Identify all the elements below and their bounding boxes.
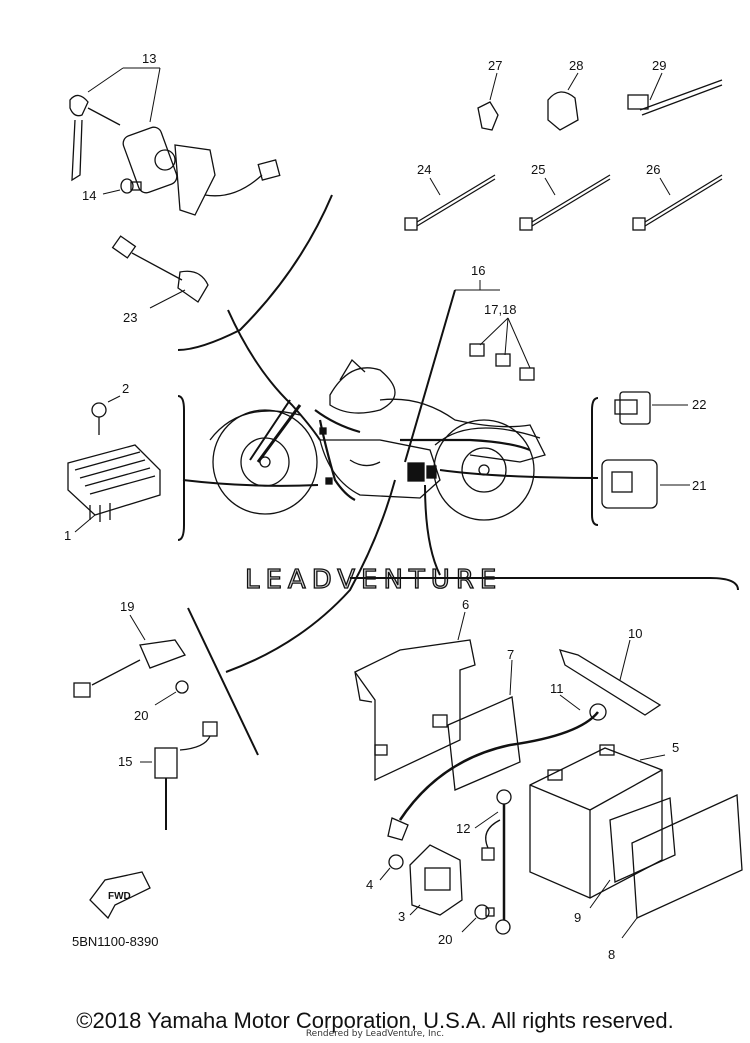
rectifier-regulator-1 bbox=[67, 444, 161, 533]
callout-labels: 13 14 23 2 1 27 28 29 24 25 26 16 17,18 … bbox=[64, 51, 706, 962]
neutral-switch-15 bbox=[140, 721, 218, 830]
leader-lines bbox=[177, 194, 739, 756]
callout-11: 11 bbox=[550, 681, 564, 696]
callout-2: 2 bbox=[122, 381, 129, 396]
bolt-2 bbox=[91, 395, 121, 435]
connectors-17-18 bbox=[455, 280, 535, 381]
cable-tie-26 bbox=[632, 174, 723, 231]
callout-19: 19 bbox=[120, 599, 134, 614]
cable-tie-24 bbox=[404, 174, 496, 231]
callout-3: 3 bbox=[398, 909, 405, 924]
callout-29: 29 bbox=[652, 58, 666, 73]
fwd-label: FWD bbox=[108, 891, 131, 902]
callout-25: 25 bbox=[531, 162, 545, 177]
callout-9: 9 bbox=[574, 910, 581, 925]
callout-13: 13 bbox=[142, 51, 156, 66]
callout-22: 22 bbox=[692, 397, 706, 412]
band-29 bbox=[627, 72, 723, 116]
screw-20-lower bbox=[461, 904, 495, 933]
relay-22 bbox=[614, 391, 688, 425]
pad-8 bbox=[621, 794, 743, 939]
watermark-text: LEADVENTURE bbox=[245, 565, 502, 595]
clip-27 bbox=[477, 72, 499, 131]
callout-20-lower: 20 bbox=[438, 932, 452, 947]
callout-15: 15 bbox=[118, 754, 132, 769]
copyright-footer: ©2018 Yamaha Motor Corporation, U.S.A. A… bbox=[76, 1008, 674, 1033]
relay-21 bbox=[601, 459, 690, 509]
callout-21: 21 bbox=[692, 478, 706, 493]
screw-4 bbox=[379, 854, 404, 881]
callout-12: 12 bbox=[456, 821, 470, 836]
ignition-switch-assembly bbox=[69, 67, 281, 216]
battery-band-10 bbox=[558, 639, 662, 716]
callout-20-upper: 20 bbox=[134, 708, 148, 723]
sensor-23 bbox=[111, 235, 209, 309]
callout-1: 1 bbox=[64, 528, 71, 543]
rendered-by-text: Rendered by LeadVenture, Inc. bbox=[305, 1029, 445, 1039]
callout-10: 10 bbox=[628, 626, 642, 641]
callout-6: 6 bbox=[462, 597, 469, 612]
callout-23: 23 bbox=[123, 310, 137, 325]
callout-8: 8 bbox=[608, 947, 615, 962]
pad-7 bbox=[447, 659, 521, 791]
switch-19 bbox=[73, 614, 186, 698]
part-code: 5BN1100-8390 bbox=[72, 934, 159, 949]
callout-24: 24 bbox=[417, 162, 431, 177]
callout-26: 26 bbox=[646, 162, 660, 177]
motorcycle-illustration bbox=[209, 358, 546, 521]
callout-4: 4 bbox=[366, 877, 373, 892]
starter-relay-3 bbox=[409, 844, 463, 916]
callout-14: 14 bbox=[82, 188, 96, 203]
clamp-28 bbox=[547, 72, 579, 131]
screw-20-upper bbox=[154, 680, 189, 706]
battery-lead-12 bbox=[474, 789, 512, 935]
pad-9 bbox=[589, 797, 676, 909]
callout-5: 5 bbox=[672, 740, 679, 755]
callout-7: 7 bbox=[507, 647, 514, 662]
callout-17-18: 17,18 bbox=[484, 302, 517, 317]
battery-box-6 bbox=[354, 611, 476, 782]
screw-14 bbox=[102, 178, 142, 195]
battery-5 bbox=[529, 744, 666, 899]
callout-28: 28 bbox=[569, 58, 583, 73]
callout-16: 16 bbox=[471, 263, 485, 278]
battery-lead-11 bbox=[387, 694, 607, 841]
fwd-arrow-icon: FWD bbox=[89, 871, 151, 920]
cable-tie-25 bbox=[519, 174, 611, 231]
callout-27: 27 bbox=[488, 58, 502, 73]
